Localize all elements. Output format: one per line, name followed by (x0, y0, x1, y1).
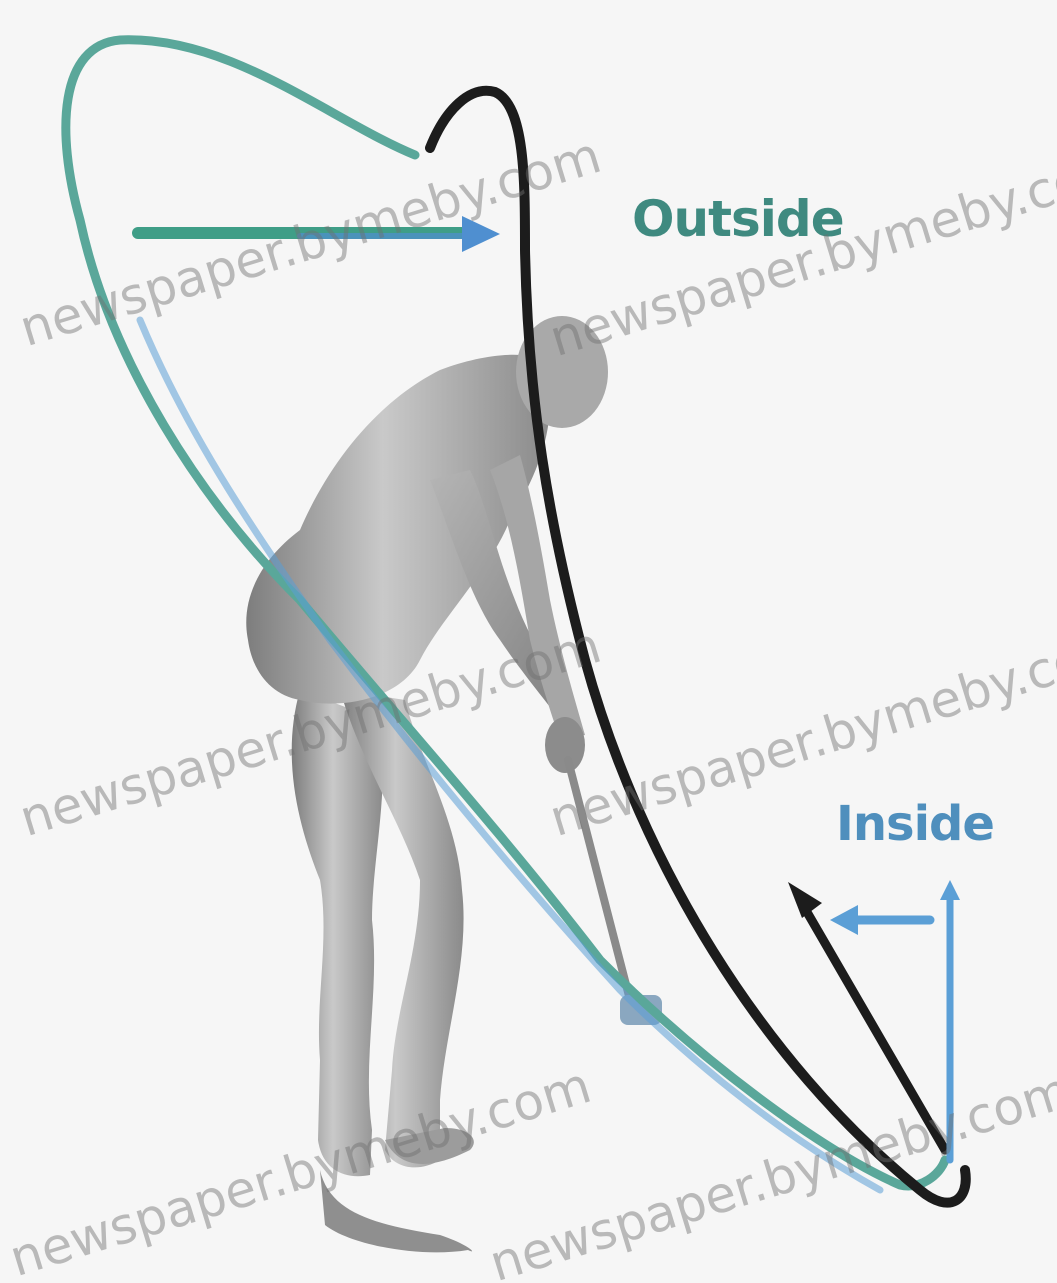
arrow-right-icon (138, 216, 500, 252)
golfer-hands (545, 717, 585, 773)
golfer-back-foot (320, 1170, 472, 1252)
golfer-torso (246, 355, 550, 704)
inside-label: Inside (836, 796, 994, 852)
arrow-up-icon (940, 880, 960, 1160)
arrow-left-icon (830, 905, 930, 935)
outside-label: Outside (632, 190, 844, 248)
